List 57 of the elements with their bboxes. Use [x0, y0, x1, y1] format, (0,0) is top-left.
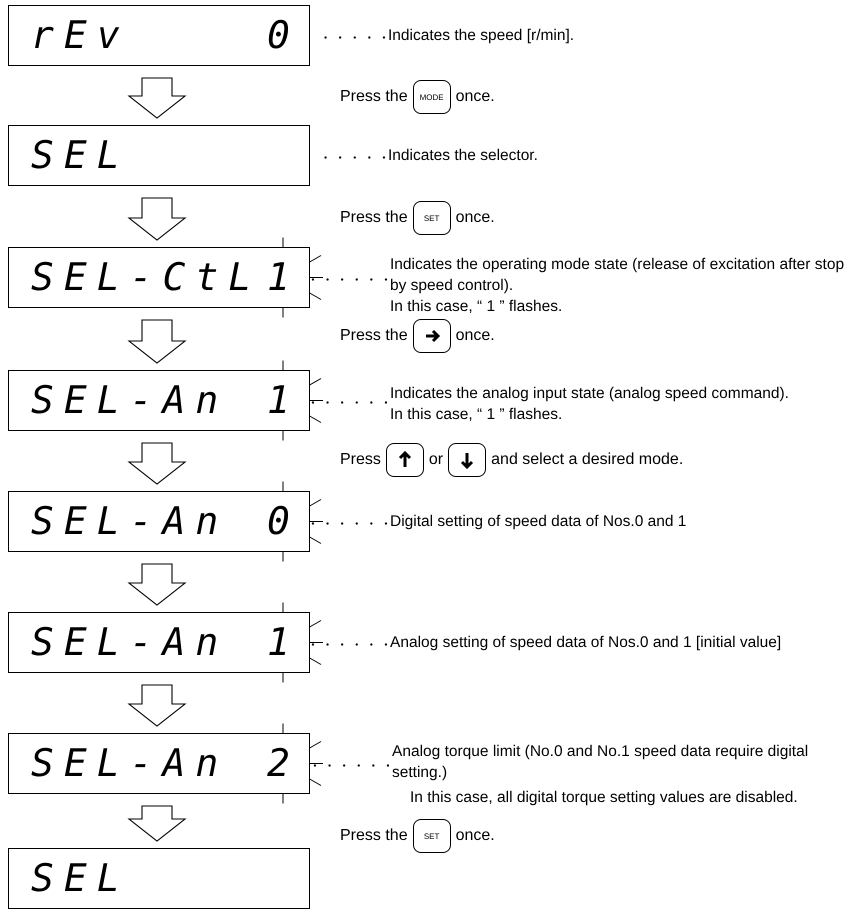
display-readout: SEL-CtL: [31, 254, 262, 300]
instruction-text: once.: [456, 327, 495, 345]
hollow-arrow: [127, 197, 187, 241]
description-text: Analog torque limit (No.0 and No.1 speed data require digital setting.): [392, 742, 810, 783]
key-button: MODE: [412, 80, 451, 114]
instruction-text: or: [428, 451, 444, 469]
instruction-text: once.: [456, 827, 495, 845]
description-text: In this case, “ 1 ” flashes.: [390, 405, 564, 425]
instruction-text: once.: [456, 209, 495, 227]
hollow-arrow: [127, 563, 187, 606]
dotted-leader: [310, 278, 388, 281]
instruction-text: once.: [456, 88, 495, 106]
display-readout: SEL: [31, 855, 130, 901]
hollow-arrow: [127, 77, 187, 119]
instruction-text: Press the: [340, 209, 408, 227]
display-digit: 0: [267, 12, 300, 58]
display-digit: 1: [267, 377, 300, 423]
dotted-leader: [310, 643, 388, 646]
description-text: In this case, all digital torque setting values are disabled.: [409, 788, 799, 808]
instruction-text: Press the: [340, 827, 408, 845]
dotted-leader: [310, 401, 388, 404]
instruction-text: Press the: [340, 327, 408, 345]
display-readout: SEL-An: [31, 740, 228, 786]
display-panel: [8, 491, 310, 552]
display-readout: SEL-An: [31, 619, 228, 665]
description-text: In this case, “ 1 ” flashes.: [390, 297, 564, 317]
display-readout: SEL-An: [31, 377, 228, 423]
display-readout: SEL: [31, 132, 130, 178]
display-panel: [8, 848, 310, 909]
hollow-arrow: [127, 805, 187, 842]
instruction-text: Press: [340, 451, 381, 469]
description-text: Indicates the speed [r/min].: [388, 26, 574, 46]
dotted-leader: [310, 522, 388, 525]
display-panel: [8, 733, 310, 794]
display-panel: [8, 612, 310, 673]
display-panel: [8, 5, 310, 66]
description-text: Digital setting of speed data of Nos.0 and 1: [390, 512, 686, 532]
display-digit: 2: [267, 740, 300, 786]
display-digit: 0: [267, 498, 300, 544]
display-readout: SEL-An: [31, 498, 228, 544]
key-button: SET: [412, 201, 451, 235]
description-text: Indicates the operating mode state (release of excitation after stop by speed control).: [390, 255, 846, 296]
display-digit: 1: [267, 254, 300, 300]
display-digit: 1: [267, 619, 300, 665]
description-text: Indicates the analog input state (analog speed command).: [390, 384, 789, 404]
hollow-arrow: [127, 442, 187, 485]
display-panel: [8, 370, 310, 431]
instruction-text: Press the: [340, 88, 408, 106]
instruction-text: and select a desired mode.: [491, 451, 684, 469]
hollow-arrow: [127, 319, 187, 364]
display-panel: [8, 247, 310, 308]
display-readout: rEv: [31, 12, 130, 58]
description-text: Analog setting of speed data of Nos.0 and 1 [initial value]: [390, 633, 782, 653]
hollow-arrow: [127, 684, 187, 727]
display-panel: [8, 125, 310, 186]
key-button: SET: [412, 819, 451, 853]
description-text: Indicates the selector.: [388, 146, 538, 166]
